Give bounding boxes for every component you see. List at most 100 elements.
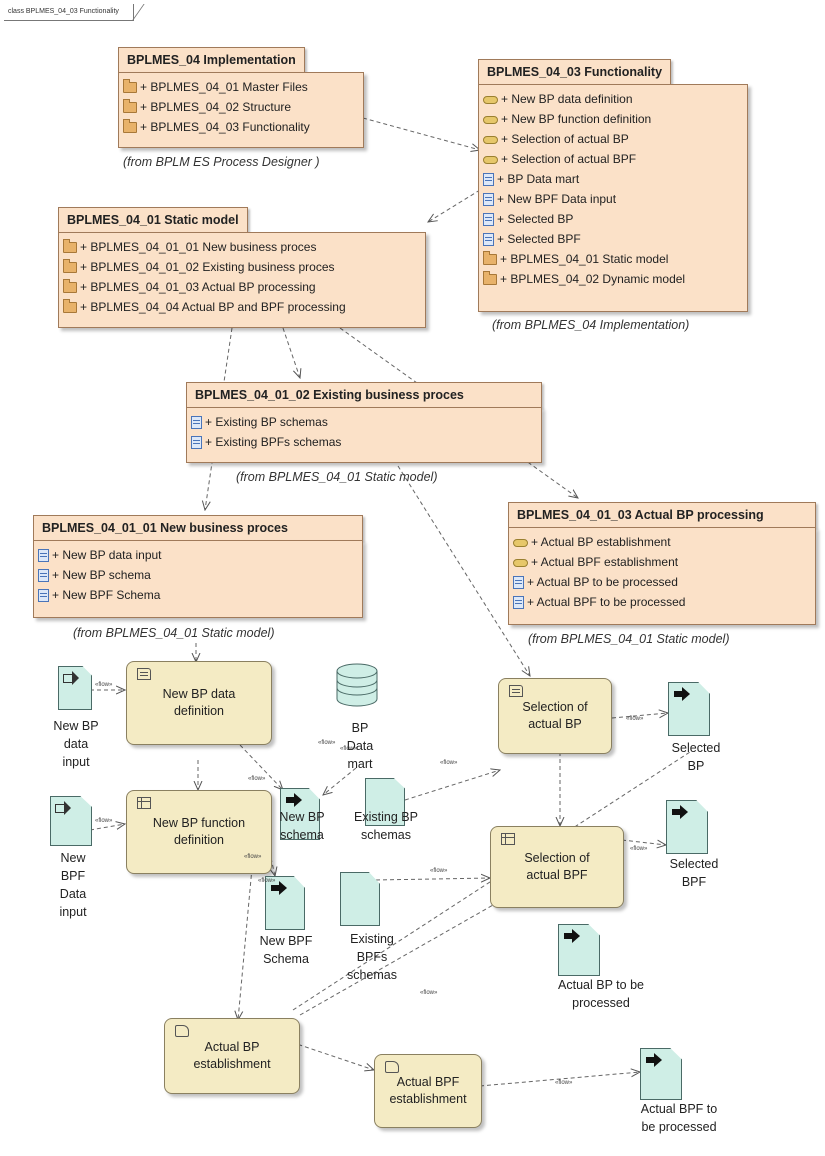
artifact-label-new-bpf-schema: New BPF Schema (259, 934, 313, 966)
document-icon (38, 569, 49, 583)
package-item[interactable]: + Selection of actual BPF (479, 149, 747, 169)
package-item[interactable]: + BPLMES_04_04 Actual BP and BPF process… (59, 297, 425, 317)
package-item[interactable]: + Actual BPF to be processed (509, 592, 815, 612)
process-new-bp-data-definition[interactable]: New BP data definition (126, 661, 272, 745)
flow-label: «flow» (248, 776, 266, 782)
package-item[interactable]: + New BP schema (34, 565, 362, 585)
package-item[interactable]: + Actual BPF establishment (509, 552, 815, 572)
process-selection-of-actual-bpf[interactable]: Selection of actual BPF (490, 826, 624, 908)
document-icon (191, 436, 202, 450)
package-title: BPLMES_04_01 Static model (58, 207, 248, 233)
artifact-existing-bp-schemas[interactable] (365, 778, 405, 826)
package-item[interactable]: + BPLMES_04_03 Functionality (119, 117, 363, 137)
package-item[interactable]: + BPLMES_04_02 Structure (119, 97, 363, 117)
table-icon (501, 833, 515, 845)
process-icon (483, 155, 498, 164)
package-item[interactable]: + Selected BP (479, 209, 747, 229)
package-bplmes-04-03-functionality[interactable]: BPLMES_04_03 Functionality + New BP data… (478, 59, 748, 312)
package-item[interactable]: + BPLMES_04_01_02 Existing business proc… (59, 257, 425, 277)
process-icon (175, 1025, 189, 1037)
package-title: BPLMES_04 Implementation (118, 47, 305, 73)
package-item[interactable]: + New BPF Data input (479, 189, 747, 209)
artifact-existing-bpfs-schemas[interactable] (340, 872, 380, 926)
package-title: BPLMES_04_01_03 Actual BP processing (508, 502, 816, 528)
package-item[interactable]: + New BP function definition (479, 109, 747, 129)
package-bplmes-04-01-static-model[interactable]: BPLMES_04_01 Static model + BPLMES_04_01… (58, 207, 426, 328)
artifact-actual-bpf-to-be-processed[interactable] (640, 1048, 682, 1100)
artifact-new-bpf-schema[interactable] (265, 876, 305, 930)
document-icon (483, 213, 494, 227)
package-item[interactable]: + Actual BP to be processed (509, 572, 815, 592)
process-actual-bpf-establishment[interactable]: Actual BPF establishment (374, 1054, 482, 1128)
package-actual-bp-processing[interactable]: BPLMES_04_01_03 Actual BP processing + A… (508, 502, 816, 625)
folder-icon (63, 279, 77, 294)
artifact-label-actual-bp-to-be-processed: Actual BP to be processed (558, 978, 644, 1010)
artifact-label-selected-bp: Selected BP (671, 741, 721, 773)
artifact-new-bp-data-input[interactable] (58, 666, 92, 710)
package-item[interactable]: + Selected BPF (479, 229, 747, 249)
from-note-impl: (from BPLM ES Process Designer ) (123, 155, 320, 169)
artifact-label-bp-data-mart: BP Data mart (346, 721, 374, 771)
from-note-newbiz: (from BPLMES_04_01 Static model) (73, 626, 275, 640)
process-icon (483, 115, 498, 124)
process-icon (513, 558, 528, 567)
process-icon (137, 668, 151, 680)
artifact-selected-bp[interactable] (668, 682, 710, 736)
process-actual-bp-establishment[interactable]: Actual BP establishment (164, 1018, 300, 1094)
flow-label: «flow» (626, 716, 644, 722)
folder-icon (123, 99, 137, 114)
flow-label: «flow» (630, 846, 648, 852)
folder-icon (483, 271, 497, 286)
artifact-label-actual-bpf-to-be-processed: Actual BPF to be processed (640, 1102, 718, 1134)
process-icon (483, 95, 498, 104)
package-item[interactable]: + New BPF Schema (34, 585, 362, 605)
folder-icon (63, 259, 77, 274)
artifact-label-new-bp-data-input: New BP data input (53, 719, 99, 769)
package-item[interactable]: + New BP data definition (479, 89, 747, 109)
package-item[interactable]: + BP Data mart (479, 169, 747, 189)
package-existing-business-proces[interactable]: BPLMES_04_01_02 Existing business proces… (186, 382, 542, 463)
flow-label: «flow» (440, 760, 458, 766)
artifact-actual-bp-to-be-processed[interactable] (558, 924, 600, 976)
package-item[interactable]: + Selection of actual BP (479, 129, 747, 149)
from-note-actual: (from BPLMES_04_01 Static model) (528, 632, 730, 646)
artifact-new-bpf-data-input[interactable] (50, 796, 92, 846)
folder-icon (483, 251, 497, 266)
folder-icon (123, 119, 137, 134)
artifact-label-new-bpf-data-input: New BPF Data input (59, 851, 87, 919)
flow-label: «flow» (420, 990, 438, 996)
database-icon[interactable] (336, 663, 378, 707)
flow-label: «flow» (244, 854, 262, 860)
process-new-bp-function-definition[interactable]: New BP function definition (126, 790, 272, 874)
package-item[interactable]: + BPLMES_04_01 Static model (479, 249, 747, 269)
diagram-frame-title: class BPLMES_04_03 Functionality (4, 4, 134, 21)
artifact-label-selected-bpf: Selected BPF (669, 857, 719, 889)
package-new-business-proces[interactable]: BPLMES_04_01_01 New business proces + Ne… (33, 515, 363, 618)
artifact-selected-bpf[interactable] (666, 800, 708, 854)
flow-label: «flow» (318, 740, 336, 746)
package-item[interactable]: + New BP data input (34, 545, 362, 565)
package-item[interactable]: + Actual BP establishment (509, 532, 815, 552)
package-item[interactable]: + BPLMES_04_01 Master Files (119, 77, 363, 97)
process-icon (483, 135, 498, 144)
package-item[interactable]: + BPLMES_04_01_03 Actual BP processing (59, 277, 425, 297)
folder-icon (63, 239, 77, 254)
folder-icon (63, 299, 77, 314)
artifact-label-existing-bp-schemas: Existing BP schemas (354, 810, 418, 842)
document-icon (38, 549, 49, 563)
package-item[interactable]: + Existing BPFs schemas (187, 432, 541, 452)
from-note-existing: (from BPLMES_04_01 Static model) (236, 470, 438, 484)
package-bplmes-04-implementation[interactable]: BPLMES_04 Implementation + BPLMES_04_01 … (118, 47, 364, 148)
process-icon (513, 538, 528, 547)
flow-label: «flow» (430, 868, 448, 874)
package-item[interactable]: + BPLMES_04_01_01 New business proces (59, 237, 425, 257)
process-icon (385, 1061, 399, 1073)
flow-label: «flow» (95, 818, 113, 824)
package-title: BPLMES_04_01_01 New business proces (33, 515, 363, 541)
artifact-label-existing-bpfs-schemas: Existing BPFs schemas (346, 932, 398, 982)
document-icon (38, 589, 49, 603)
package-item[interactable]: + Existing BP schemas (187, 412, 541, 432)
process-selection-of-actual-bp[interactable]: Selection of actual BP (498, 678, 612, 754)
package-item[interactable]: + BPLMES_04_02 Dynamic model (479, 269, 747, 289)
artifact-new-bp-schema[interactable] (280, 788, 320, 840)
